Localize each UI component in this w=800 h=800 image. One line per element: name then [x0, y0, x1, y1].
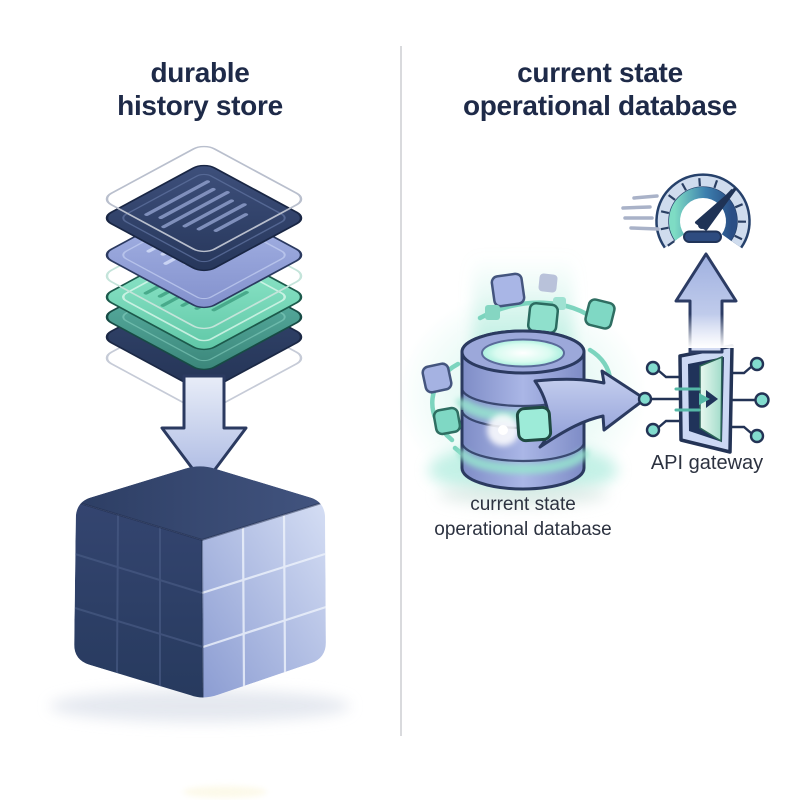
- orbiting-squares-front: [432, 405, 553, 443]
- api-gateway-label: API gateway: [650, 452, 764, 474]
- database-label: current state operational database: [403, 492, 643, 542]
- right-title-line2: operational database: [462, 90, 738, 121]
- speed-lines-icon: [621, 194, 660, 231]
- left-title-line1: durable: [150, 57, 250, 88]
- api-gateway-door-icon: [637, 344, 770, 454]
- bottom-smudge: [183, 786, 267, 798]
- right-panel-title: current state operational database: [400, 56, 800, 122]
- speedometer-icon: [655, 173, 751, 249]
- database-label-line2: operational database: [434, 519, 612, 540]
- orbiting-squares-icon: [421, 272, 616, 394]
- left-panel-title: durable history store: [0, 56, 400, 122]
- cube-icon: [74, 466, 326, 698]
- up-arrow-icon: [672, 252, 742, 354]
- database-label-line1: current state: [470, 494, 576, 515]
- right-title-line1: current state: [517, 57, 683, 88]
- down-arrow-icon: [160, 374, 248, 486]
- layer-stack-icon: [105, 145, 303, 412]
- cube-shadow: [50, 690, 350, 722]
- left-title-line2: history store: [117, 90, 283, 121]
